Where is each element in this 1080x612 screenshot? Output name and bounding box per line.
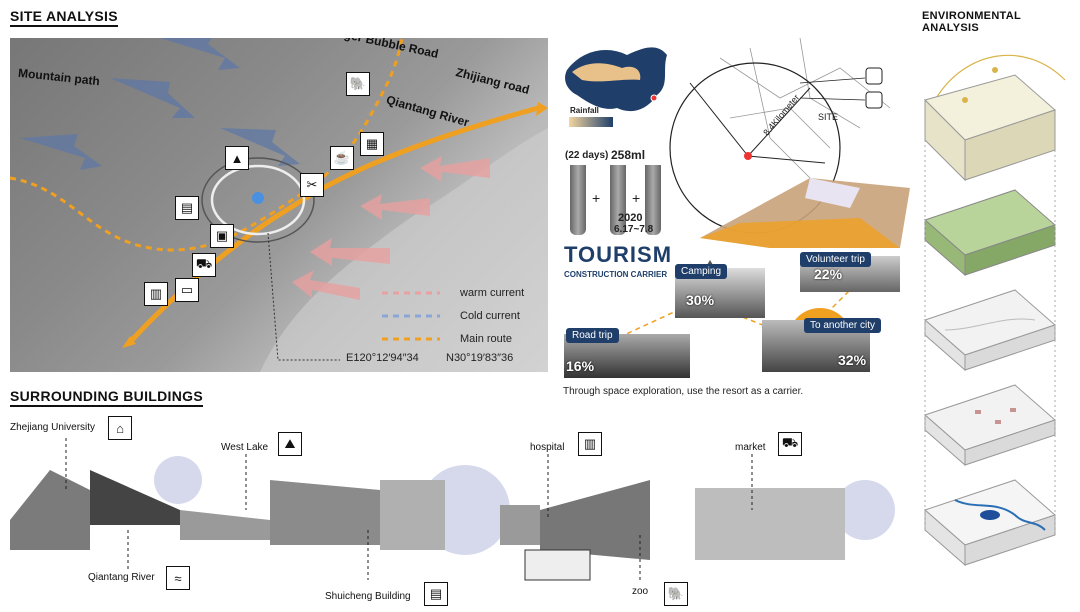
site-plan-diagram — [669, 38, 910, 248]
cart-icon: ⛟ — [778, 432, 802, 456]
site-analysis-title: SITE ANALYSIS — [10, 8, 118, 27]
rainfall-dates-label: 6.17~7.8 — [614, 224, 654, 235]
legend-cold-label: Cold current — [460, 310, 520, 322]
office-icon: ▥ — [144, 282, 168, 306]
volunteer-badge: Volunteer trip — [800, 252, 871, 267]
site-label: SITE — [818, 112, 839, 122]
camping-badge: Camping — [675, 264, 728, 279]
briefcase-icon: ▤ — [424, 582, 448, 606]
longitude-label: E120°12′94″34 — [346, 352, 419, 364]
legend-lines — [382, 291, 440, 341]
west-lake-label: West Lake — [221, 442, 269, 453]
camping-percent: 30% — [686, 292, 715, 308]
qiantang-river-building-label: Qiantang River — [88, 572, 155, 583]
picture-icon: ▣ — [210, 224, 234, 248]
environmental-analysis-title: ENVIRONMENTAL ANALYSIS — [922, 10, 1021, 34]
building-leaders — [65, 438, 753, 580]
food-icon: ✂ — [300, 173, 324, 197]
tourism-title: TOURISM — [564, 242, 673, 267]
legend-warm-label: warm current — [460, 287, 525, 299]
surrounding-buildings-title: SURROUNDING BUILDINGS — [10, 388, 203, 407]
bus-icon: ▭ — [175, 278, 199, 302]
tourism-subtitle: CONSTRUCTION CARRIER — [564, 270, 668, 279]
china-rainfall-map — [565, 47, 667, 112]
lake-icon: ⛰ — [278, 432, 302, 456]
rainfall-days-label: (22 days) — [565, 150, 609, 161]
site-map: Mountain path Tiger Bubble Road Zhijiang… — [10, 38, 548, 372]
site-ring — [210, 164, 306, 236]
volunteer-percent: 22% — [814, 266, 843, 282]
road-trip-badge: Road trip — [566, 328, 619, 343]
truck-icon: ⛟ — [192, 253, 216, 277]
zhejiang-university-label: Zhejiang University — [10, 422, 96, 433]
tourism-caption: Through space exploration, use the resor… — [563, 386, 804, 397]
mountain-icon: ▲ — [225, 146, 249, 170]
mountain-path-line — [10, 38, 404, 252]
warm-current-arrows — [292, 156, 490, 300]
grid-icon: ▤ — [175, 196, 199, 220]
rain-column-1 — [570, 165, 586, 235]
city-badge: To another city — [804, 318, 882, 333]
legend-route-label: Main route — [460, 333, 512, 345]
rainfall-gradient-bar — [569, 117, 613, 127]
city-percent: 32% — [838, 352, 867, 368]
rainfall-year-label: 2020 — [618, 212, 643, 224]
shuicheng-building-label: Shuicheng Building — [325, 591, 411, 602]
zoo-label: zoo — [632, 586, 649, 597]
road-trip-percent: 16% — [566, 358, 595, 374]
hospital-label: hospital — [530, 442, 565, 453]
plus-sign-1: + — [592, 190, 601, 206]
river-icon: ≈ — [166, 566, 190, 590]
plus-sign-2: + — [632, 190, 641, 206]
latitude-label: N30°19′83″36 — [446, 352, 514, 364]
coffee-icon: ☕ — [330, 146, 354, 170]
site-map-overlay — [10, 38, 548, 372]
cold-current-arrows — [20, 38, 300, 170]
university-icon: ⌂ — [108, 416, 132, 440]
site-outer-ring — [201, 157, 315, 243]
building-icon: ▦ — [360, 132, 384, 156]
buildings-panorama — [10, 456, 895, 581]
elephant-icon: 🐘 — [346, 72, 370, 96]
elephant-icon: 🐘 — [664, 582, 688, 606]
rainfall-amount-label: 258ml — [611, 148, 646, 162]
rain-column-2 — [610, 165, 626, 235]
hospital-icon: ▥ — [578, 432, 602, 456]
market-label: market — [735, 442, 766, 453]
rainfall-legend-label: Rainfall — [570, 106, 599, 115]
site-marker-icon — [252, 192, 264, 204]
environmental-layers — [924, 54, 1066, 567]
rain-column-3 — [645, 165, 661, 235]
